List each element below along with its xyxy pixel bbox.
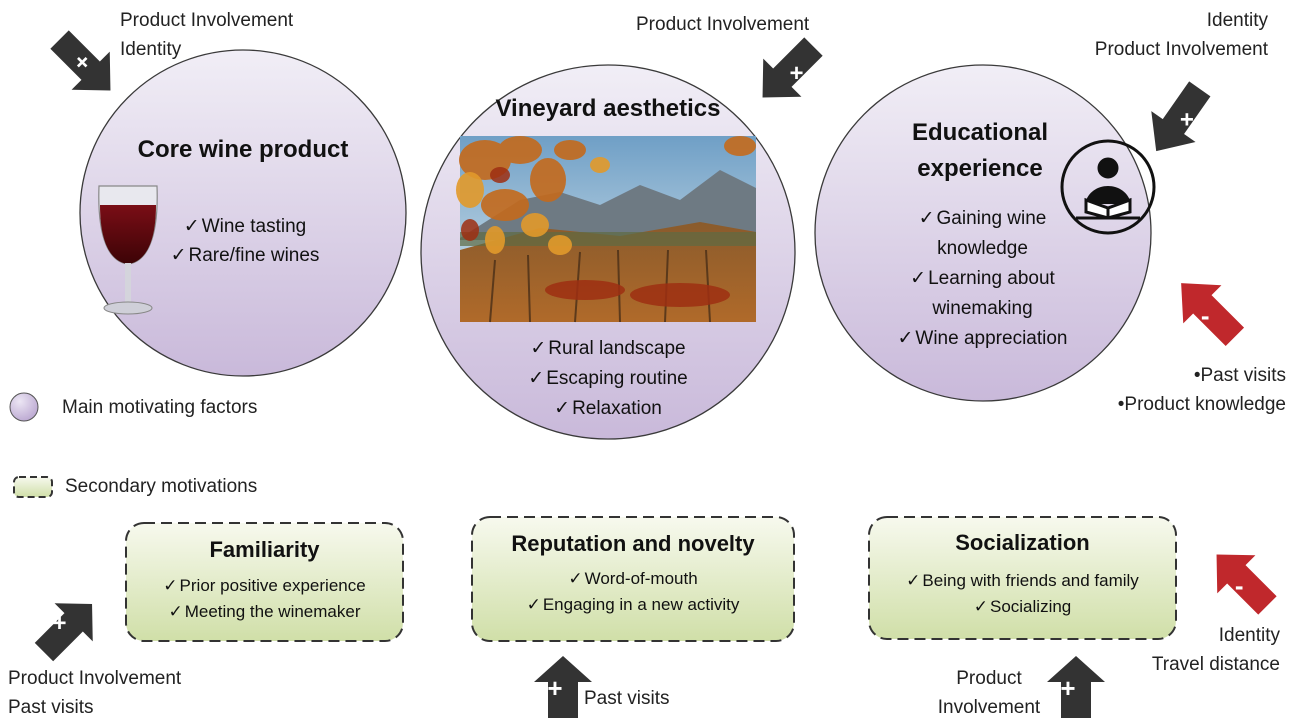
title-familiarity: Familiarity <box>209 537 320 562</box>
item-rare-fine-wines: Rare/fine wines <box>150 241 340 270</box>
neg-influence-past-visits: Past visits <box>1118 361 1286 390</box>
item-word-of-mouth: Word-of-mouth <box>472 566 794 592</box>
legend-box-marker <box>13 476 53 498</box>
item-meeting-winemaker: Meeting the winemaker <box>126 599 403 625</box>
svg-text:+: + <box>547 673 562 703</box>
arrow-negative-socialization: - <box>1216 554 1277 615</box>
arrow-positive-familiarity: + <box>34 603 93 662</box>
title-core-wine-product: Core wine product <box>137 136 349 163</box>
svg-text:+: + <box>1060 673 1075 703</box>
title-vineyard-aesthetics: Vineyard aesthetics <box>495 95 721 122</box>
influence-vineyard: Product Involvement <box>636 14 810 35</box>
items-familiarity: Prior positive experience Meeting the wi… <box>126 573 403 625</box>
arrow-positive-educational: + <box>1151 81 1211 152</box>
item-learning-winemaking: Learning about winemaking <box>875 264 1090 324</box>
items-vineyard-aesthetics: Rural landscape Escaping routine Relaxat… <box>458 334 758 424</box>
title-educational-experience: Educational experience <box>911 119 1049 182</box>
arrow-positive-core: + <box>50 30 111 91</box>
influence-familiarity-line1: Product Involvement <box>8 668 182 689</box>
influence-socialization-line2: Involvement <box>937 697 1041 718</box>
item-relaxation: Relaxation <box>458 394 758 424</box>
items-socialization: Being with friends and family Socializin… <box>869 568 1176 620</box>
svg-text:-: - <box>1235 570 1244 600</box>
svg-text:+: + <box>1180 106 1194 133</box>
influence-educational-line2: Product Involvement <box>1094 39 1268 60</box>
neg-influence-travel-distance: Travel distance <box>1151 654 1280 675</box>
neg-influence-product-knowledge: Product knowledge <box>1118 390 1286 419</box>
arrow-negative-educational: - <box>1181 283 1245 347</box>
influence-core-line1: Product Involvement <box>120 10 294 31</box>
arrow-positive-vineyard: + <box>762 37 823 98</box>
item-wine-appreciation: Wine appreciation <box>875 324 1090 354</box>
svg-text:+: + <box>789 60 803 87</box>
arrow-positive-socialization: + <box>1047 656 1105 718</box>
influence-educational-line1: Identity <box>1206 10 1268 31</box>
item-prior-positive-experience: Prior positive experience <box>126 573 403 599</box>
vineyard-photo <box>456 136 756 323</box>
legend-main-label: Main motivating factors <box>62 397 258 418</box>
legend-circle-marker <box>9 392 39 422</box>
influence-socialization-line1: Product <box>956 668 1022 689</box>
item-wine-tasting: Wine tasting <box>150 212 340 241</box>
influence-core-line2: Identity <box>120 39 182 60</box>
items-educational-experience: Gaining wine knowledge Learning about wi… <box>875 204 1090 354</box>
wine-glass-icon <box>98 185 158 315</box>
arrow-positive-reputation: + <box>534 656 592 718</box>
influence-familiarity-line2: Past visits <box>8 697 94 718</box>
item-rural-landscape: Rural landscape <box>458 334 758 364</box>
svg-text:-: - <box>1201 300 1210 330</box>
item-gaining-wine-knowledge: Gaining wine knowledge <box>875 204 1090 264</box>
influence-reputation: Past visits <box>584 688 670 709</box>
item-friends-family: Being with friends and family <box>869 568 1176 594</box>
item-socializing: Socializing <box>869 594 1176 620</box>
neg-influences-educational: Past visits Product knowledge <box>1118 361 1286 419</box>
neg-influence-identity: Identity <box>1218 625 1280 646</box>
items-reputation-novelty: Word-of-mouth Engaging in a new activity <box>472 566 794 618</box>
item-new-activity: Engaging in a new activity <box>472 592 794 618</box>
title-socialization: Socialization <box>955 530 1090 555</box>
title-reputation-novelty: Reputation and novelty <box>511 531 755 556</box>
item-escaping-routine: Escaping routine <box>458 364 758 394</box>
items-core-wine-product: Wine tasting Rare/fine wines <box>150 212 340 270</box>
svg-text:+: + <box>53 610 67 637</box>
legend-secondary-label: Secondary motivations <box>65 476 258 497</box>
